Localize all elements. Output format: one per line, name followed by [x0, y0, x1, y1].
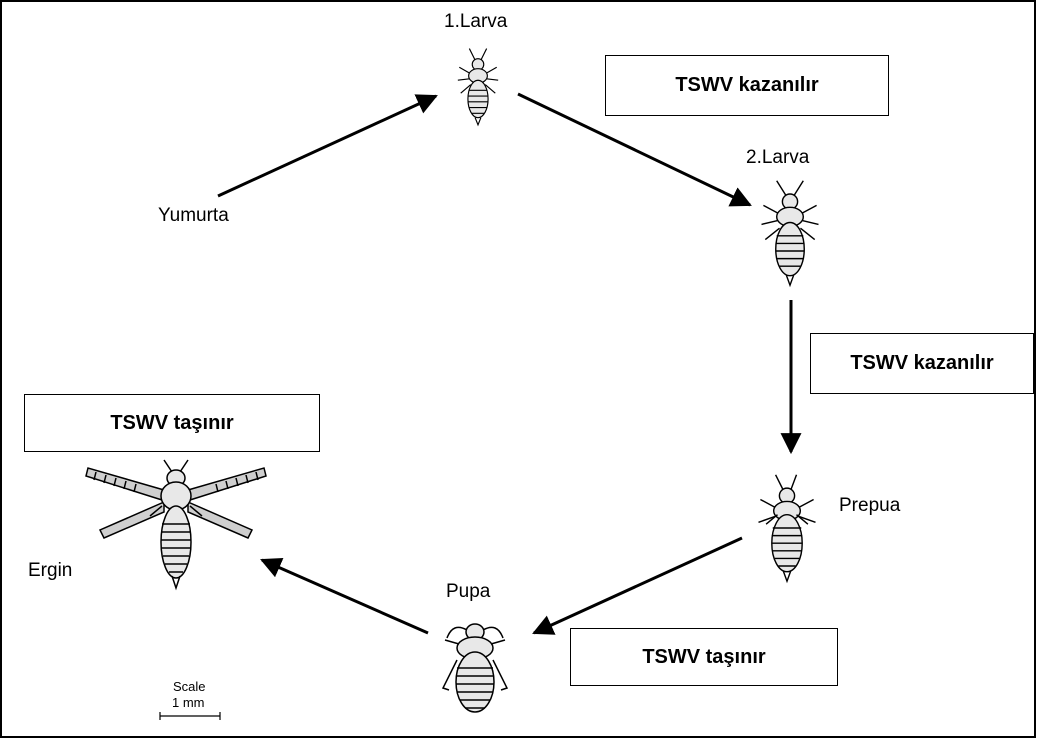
stage-label-egg: Yumurta	[158, 206, 229, 225]
arrow-prepupa-to-pupa	[534, 538, 742, 633]
arrow-pupa-to-adult	[262, 560, 428, 633]
stage-label-adult: Ergin	[28, 561, 72, 580]
note-acquired-top: TSWV kazanılır	[605, 55, 889, 116]
stage-label-prepupa: Prepua	[839, 496, 900, 515]
stage-label-pupa: Pupa	[446, 582, 490, 601]
adult-thrips-icon	[86, 460, 266, 588]
note-carried-bottom: TSWV taşınır	[570, 628, 838, 686]
pupa-icon	[443, 624, 507, 712]
larva-1-icon	[458, 49, 498, 125]
note-acquired-right: TSWV kazanılır	[810, 333, 1034, 394]
prepupa-icon	[759, 475, 816, 581]
scale-title: Scale	[173, 680, 206, 693]
stage-label-larva1: 1.Larva	[444, 12, 507, 31]
note-carried-left: TSWV taşınır	[24, 394, 320, 452]
scale-bar	[160, 712, 220, 720]
scale-value: 1 mm	[172, 696, 205, 709]
stage-label-larva2: 2.Larva	[746, 148, 809, 167]
larva-2-icon	[762, 181, 819, 286]
arrow-egg-to-larva1	[218, 96, 436, 196]
